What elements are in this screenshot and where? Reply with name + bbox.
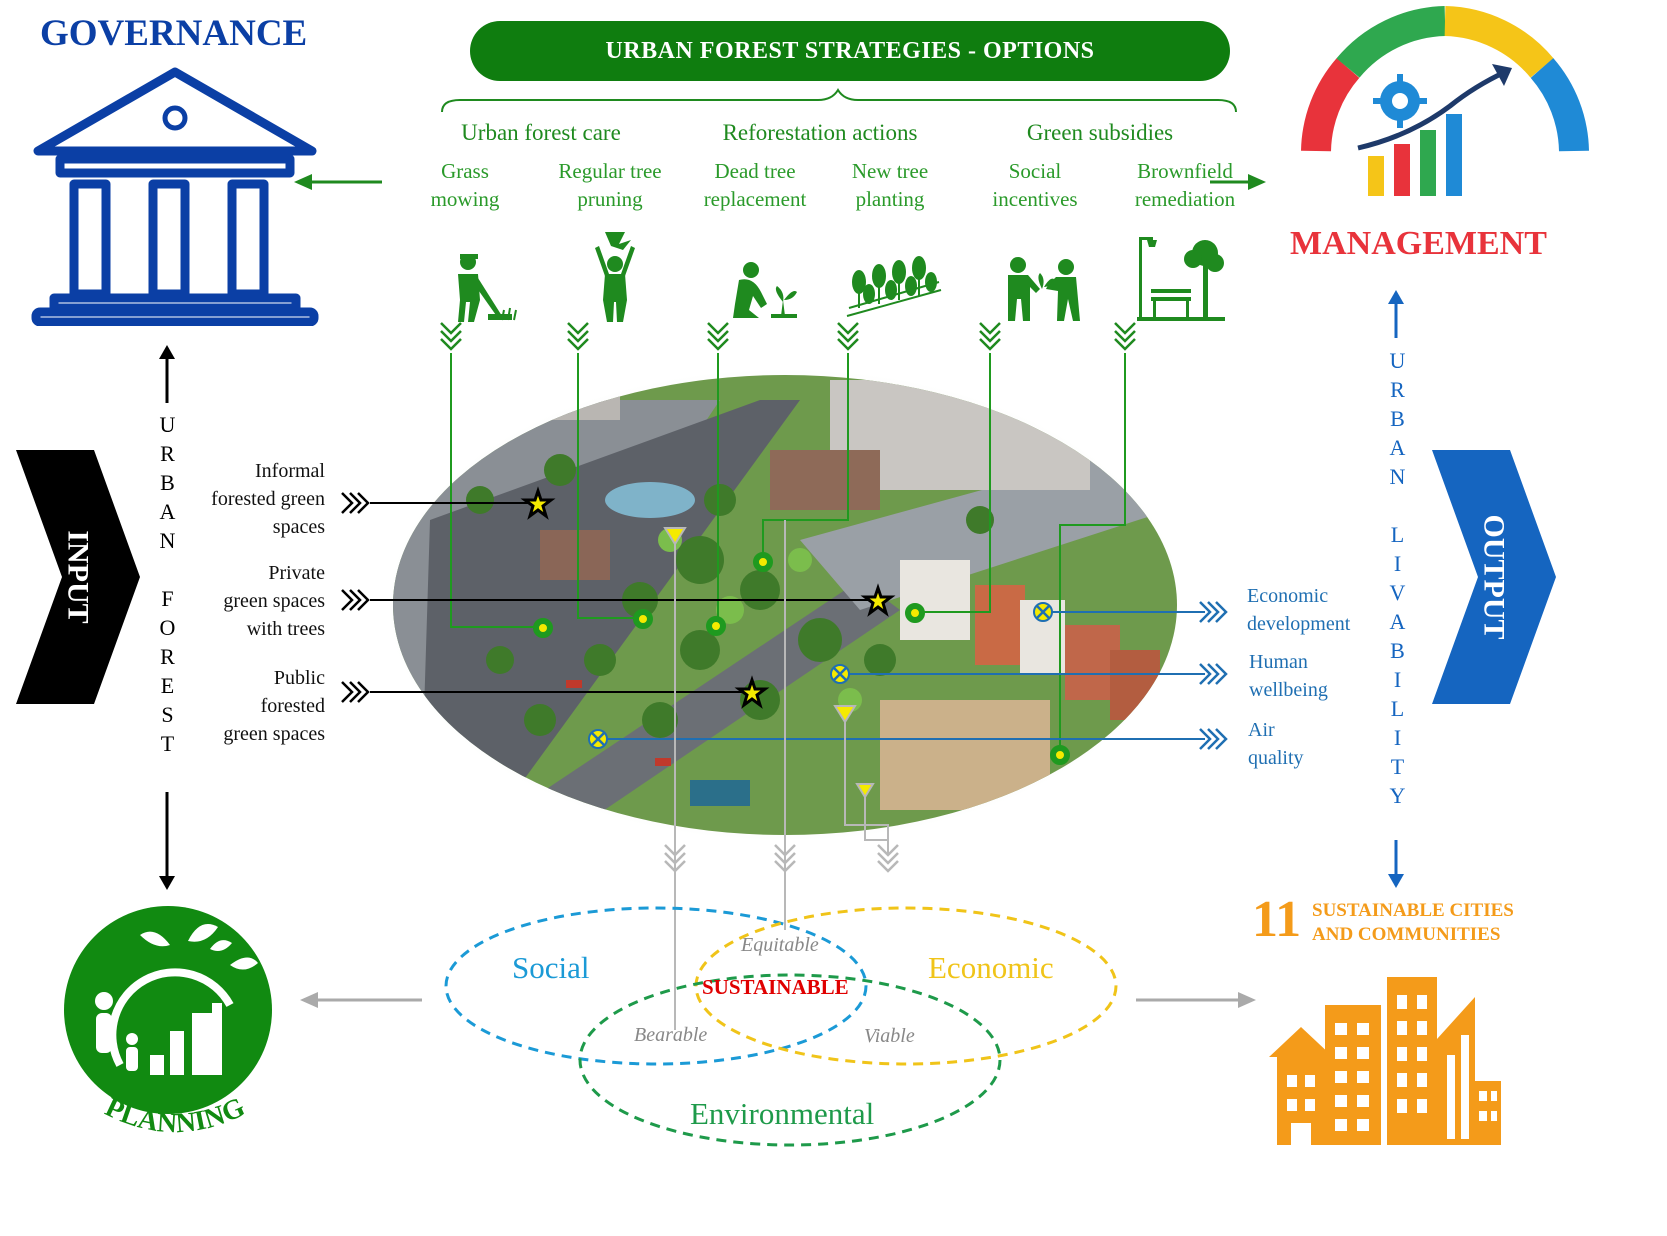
urban-forest-vertical-label: URBAN FOREST — [152, 412, 182, 760]
governance-title: GOVERNANCE — [40, 13, 308, 54]
sustainable-city-icon — [1269, 977, 1501, 1145]
urban-city-aerial-image — [385, 367, 1185, 843]
output-chevron — [1432, 450, 1556, 704]
category-reforestation-actions: Reforestation actions — [722, 120, 918, 145]
venn-social-label: Social — [512, 950, 590, 985]
grass-mowing-icon — [458, 254, 517, 322]
tree-pruning-icon — [595, 232, 635, 322]
urban-livability-vertical-label: URBAN LIVABILITY — [1382, 348, 1412, 812]
planning-icon — [64, 906, 272, 1114]
arrow-up-to-management — [1388, 290, 1404, 338]
planning-title: PLANNING — [100, 1094, 249, 1139]
arrow-down-to-sdg — [1388, 840, 1404, 888]
tree-planting-icon — [846, 256, 942, 317]
category-urban-forest-care: Urban forest care — [461, 120, 621, 145]
sdg-number: 11 — [1252, 891, 1302, 948]
sdg-title-line1: SUSTAINABLE CITIES — [1312, 900, 1514, 921]
venn-economic-label: Economic — [928, 950, 1054, 985]
urban-livability-vertical-text: URBAN LIVABILITY — [1385, 348, 1410, 812]
category-green-subsidies: Green subsidies — [1026, 120, 1174, 145]
svg-text:PLANNING: PLANNING — [100, 1094, 249, 1139]
tree-replacement-icon — [733, 262, 797, 318]
venn-sustainable-center: SUSTAINABLE — [702, 975, 849, 999]
input-chevron — [16, 450, 140, 704]
arrow-up-to-governance — [159, 345, 175, 403]
sdg-title: SUSTAINABLE CITIES AND COMMUNITIES — [1312, 899, 1514, 947]
planning-title-arc: PLANNING — [100, 1094, 249, 1139]
strategies-brace — [441, 88, 1237, 113]
urban-forest-vertical-text: URBAN FOREST — [155, 412, 180, 760]
brownfield-remediation-icon — [1137, 237, 1225, 321]
social-incentives-icon — [1008, 257, 1080, 321]
venn-bearable-label: Bearable — [634, 1024, 708, 1046]
strategies-banner: URBAN FOREST STRATEGIES - OPTIONS — [470, 21, 1230, 81]
management-title: MANAGEMENT — [1290, 225, 1547, 262]
sdg-title-line2: AND COMMUNITIES — [1312, 924, 1501, 945]
governance-building-icon — [31, 67, 319, 326]
arrow-down-to-planning — [159, 792, 175, 890]
venn-environmental-label: Environmental — [690, 1096, 875, 1131]
venn-viable-label: Viable — [864, 1025, 915, 1047]
management-gauge-icon — [1301, 6, 1589, 196]
venn-equitable-label: Equitable — [741, 934, 819, 956]
